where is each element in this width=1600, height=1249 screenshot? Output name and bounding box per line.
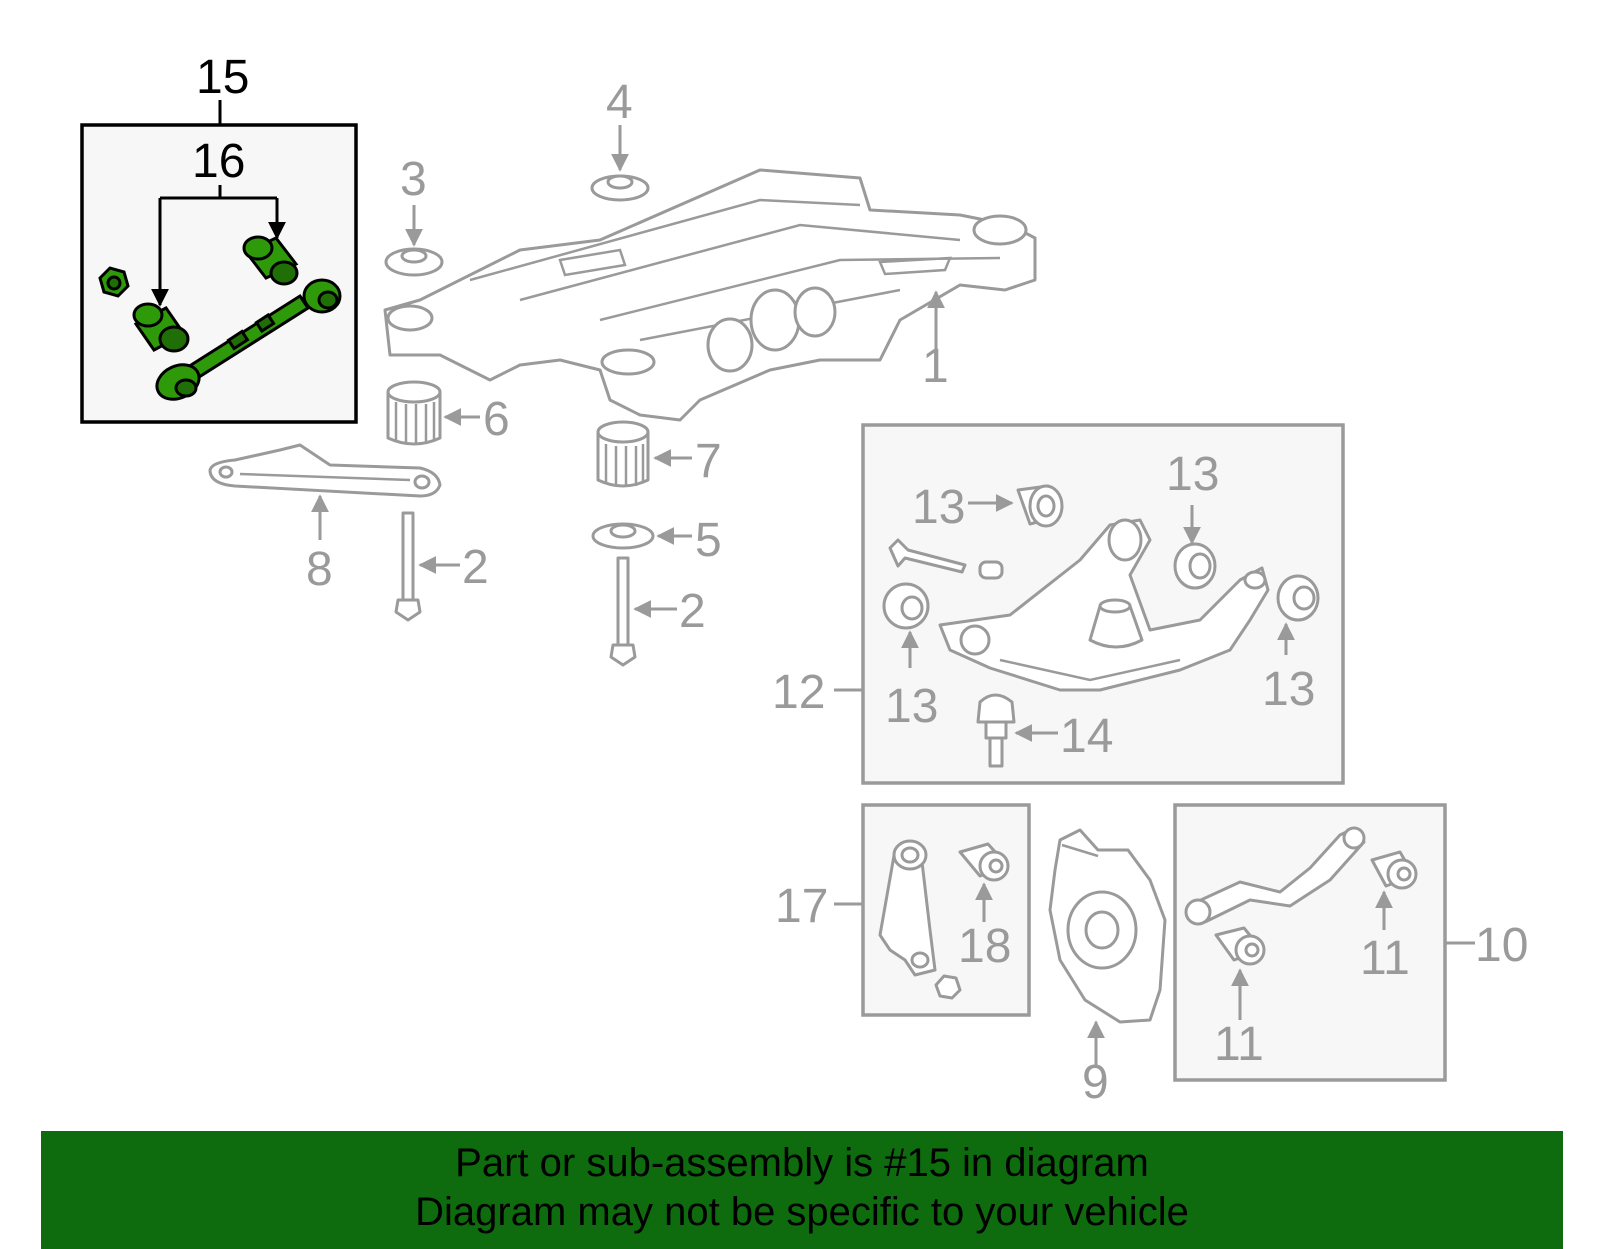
info-banner: Part or sub-assembly is #15 in diagram D… <box>41 1131 1563 1249</box>
part-9-knuckle[interactable] <box>1048 828 1167 1024</box>
part-4-washer[interactable] <box>590 174 650 202</box>
part-2-bolt-right[interactable] <box>609 556 637 667</box>
part-12-lower-control-arm[interactable] <box>938 518 1270 692</box>
part-13-bushing-mid-left[interactable] <box>882 582 930 630</box>
callout-13-top-right: 13 <box>1166 448 1219 501</box>
callout-1: 1 <box>922 340 949 393</box>
callout-13-mid-right: 13 <box>1262 663 1315 716</box>
part-15-nut[interactable] <box>98 266 130 298</box>
part-1-subframe[interactable] <box>383 168 1037 422</box>
group-15-box: 15 16 <box>80 51 358 424</box>
part-11-bushing-right[interactable] <box>1370 850 1418 890</box>
callout-8: 8 <box>306 543 333 596</box>
part-11-bushing-left[interactable] <box>1214 926 1266 966</box>
part-16-bushing-lower[interactable] <box>132 302 190 353</box>
callout-3: 3 <box>400 153 427 206</box>
part-2-bolt-left[interactable] <box>394 511 422 622</box>
callout-18: 18 <box>958 920 1011 973</box>
part-17-link[interactable] <box>878 839 937 977</box>
part-6-mount[interactable] <box>386 380 442 446</box>
part-15-rod[interactable] <box>151 278 342 406</box>
part-10-upper-arm[interactable] <box>1184 826 1366 926</box>
callout-16: 16 <box>192 135 245 188</box>
banner-line-1: Part or sub-assembly is #15 in diagram <box>455 1141 1149 1185</box>
part-7-mount[interactable] <box>596 420 650 488</box>
part-16-bushing-upper[interactable] <box>242 235 299 286</box>
callout-11-left: 11 <box>1214 1018 1264 1071</box>
part-3-washer[interactable] <box>384 247 444 277</box>
part-8-crossmember[interactable] <box>208 443 442 498</box>
callout-14: 14 <box>1060 710 1113 763</box>
part-13-bushing-top-left[interactable] <box>1016 484 1064 528</box>
callout-5: 5 <box>695 514 722 567</box>
callout-2-right: 2 <box>679 585 706 638</box>
callout-9: 9 <box>1082 1056 1109 1109</box>
part-18-bushing[interactable] <box>958 842 1010 882</box>
callout-7: 7 <box>695 435 722 488</box>
part-13-bushing-mid-right[interactable] <box>1276 574 1320 622</box>
callout-2-left: 2 <box>462 541 489 594</box>
callout-15: 15 <box>196 51 249 104</box>
callout-12: 12 <box>772 666 825 719</box>
callout-4: 4 <box>606 76 633 129</box>
part-13-bushing-top-right[interactable] <box>1173 542 1217 590</box>
callout-10: 10 <box>1475 919 1528 972</box>
part-13-bolt[interactable] <box>888 538 1004 580</box>
callout-13-top-left: 13 <box>912 481 965 534</box>
part-15-lateral-link[interactable] <box>98 235 342 406</box>
banner-line-2: Diagram may not be specific to your vehi… <box>415 1190 1189 1234</box>
callout-11-right: 11 <box>1360 932 1410 985</box>
part-14-ball-joint[interactable] <box>976 693 1016 768</box>
callout-6: 6 <box>483 393 510 446</box>
callout-13-mid-left: 13 <box>885 680 938 733</box>
callout-17: 17 <box>775 880 828 933</box>
part-17-nut[interactable] <box>934 974 962 1000</box>
part-5-washer[interactable] <box>591 522 655 550</box>
